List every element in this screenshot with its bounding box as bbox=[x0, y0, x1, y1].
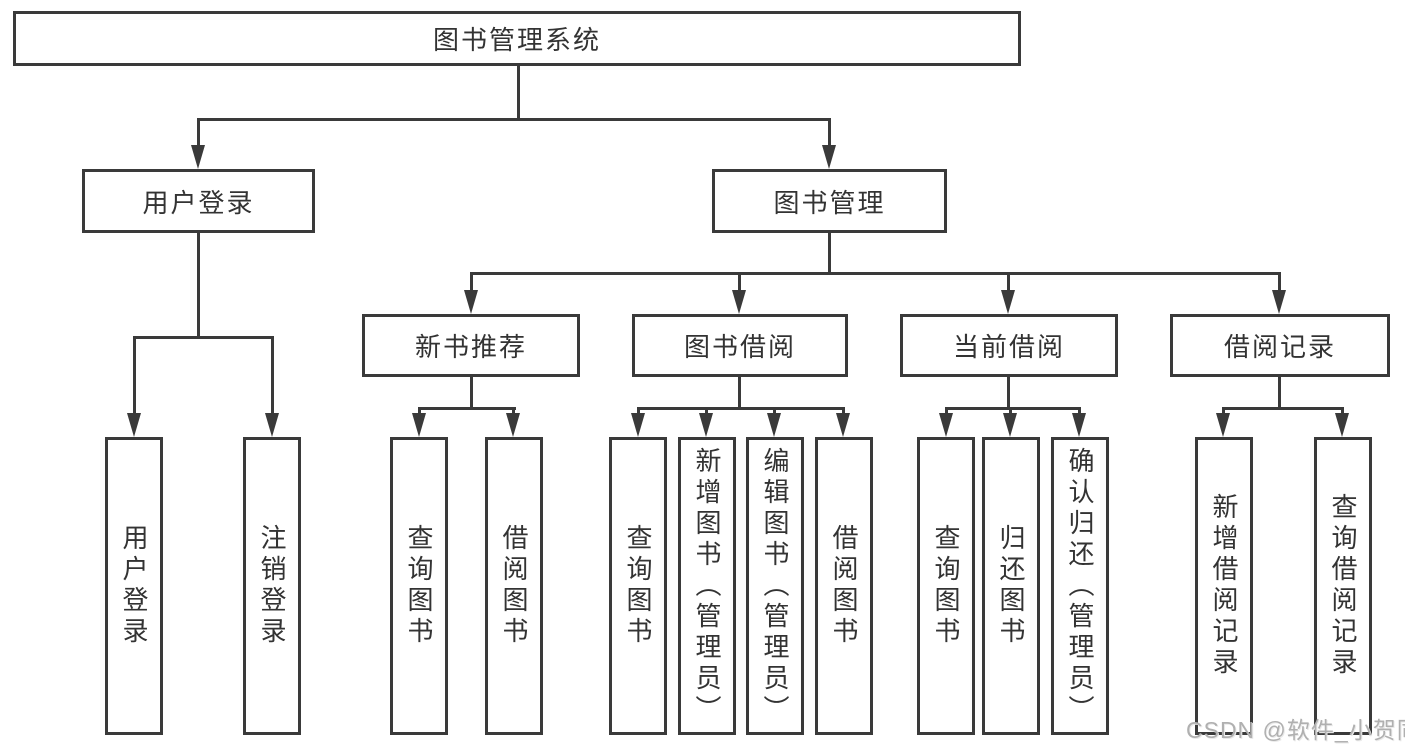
arrowhead-down-icon bbox=[1272, 290, 1286, 314]
connector-line bbox=[637, 407, 640, 417]
connector-line bbox=[828, 233, 831, 273]
arrowhead-down-icon bbox=[506, 413, 520, 437]
arrowhead-down-icon bbox=[265, 413, 279, 437]
connector-line bbox=[197, 118, 200, 147]
leaf-query-books-recommend: 查询图书 bbox=[390, 437, 448, 735]
connector-line bbox=[1078, 407, 1081, 417]
connector-line bbox=[197, 233, 200, 337]
connector-line bbox=[271, 336, 274, 415]
node-library-management-system: 图书管理系统 bbox=[13, 11, 1021, 66]
connector-line bbox=[1341, 407, 1344, 417]
arrowhead-down-icon bbox=[1335, 413, 1349, 437]
arrowhead-down-icon bbox=[822, 145, 836, 169]
connector-line bbox=[1222, 407, 1344, 410]
leaf-confirm-return-admin: 确认归还（管理员） bbox=[1051, 437, 1109, 735]
leaf-borrow-books-recommend: 借阅图书 bbox=[485, 437, 543, 735]
leaf-add-book-admin: 新增图书（管理员） bbox=[678, 437, 736, 735]
connector-line bbox=[738, 377, 741, 410]
connector-line bbox=[637, 407, 845, 410]
connector-line bbox=[197, 118, 831, 121]
leaf-logout: 注销登录 bbox=[243, 437, 301, 735]
leaf-add-borrow-record: 新增借阅记录 bbox=[1195, 437, 1253, 735]
arrowhead-down-icon bbox=[767, 413, 781, 437]
arrowhead-down-icon bbox=[1001, 290, 1015, 314]
arrowhead-down-icon bbox=[1072, 413, 1086, 437]
connector-line bbox=[738, 272, 741, 292]
leaf-edit-book-admin: 编辑图书（管理员） bbox=[746, 437, 804, 735]
connector-line bbox=[133, 336, 136, 415]
connector-line bbox=[1009, 407, 1012, 417]
arrowhead-down-icon bbox=[836, 413, 850, 437]
node-borrowing-records: 借阅记录 bbox=[1170, 314, 1390, 377]
arrowhead-down-icon bbox=[939, 413, 953, 437]
connector-line bbox=[1278, 272, 1281, 292]
arrowhead-down-icon bbox=[191, 145, 205, 169]
csdn-watermark: CSDN @软件_小贺同学 bbox=[1186, 717, 1405, 743]
connector-line bbox=[828, 118, 831, 147]
connector-line bbox=[418, 407, 516, 410]
connector-line bbox=[512, 407, 515, 417]
leaf-query-books-current: 查询图书 bbox=[917, 437, 975, 735]
node-book-borrowing: 图书借阅 bbox=[632, 314, 848, 377]
connector-line bbox=[133, 336, 274, 339]
node-book-management: 图书管理 bbox=[712, 169, 947, 233]
leaf-return-book: 归还图书 bbox=[982, 437, 1040, 735]
arrowhead-down-icon bbox=[127, 413, 141, 437]
connector-line bbox=[945, 407, 1081, 410]
arrowhead-down-icon bbox=[1216, 413, 1230, 437]
arrowhead-down-icon bbox=[412, 413, 426, 437]
leaf-query-books-borrowing: 查询图书 bbox=[609, 437, 667, 735]
connector-line bbox=[1007, 272, 1010, 292]
leaf-query-borrow-record: 查询借阅记录 bbox=[1314, 437, 1372, 735]
connector-line bbox=[1007, 377, 1010, 410]
connector-line bbox=[773, 407, 776, 417]
leaf-borrow-books-borrowing: 借阅图书 bbox=[815, 437, 873, 735]
node-new-book-recommendation: 新书推荐 bbox=[362, 314, 580, 377]
node-user-login: 用户登录 bbox=[82, 169, 315, 233]
connector-line bbox=[418, 407, 421, 417]
connector-line bbox=[705, 407, 708, 417]
arrowhead-down-icon bbox=[732, 290, 746, 314]
connector-line bbox=[470, 272, 1281, 275]
arrowhead-down-icon bbox=[464, 290, 478, 314]
connector-line bbox=[1222, 407, 1225, 417]
connector-line bbox=[842, 407, 845, 417]
connector-line bbox=[517, 66, 520, 121]
connector-line bbox=[1278, 377, 1281, 410]
arrowhead-down-icon bbox=[1003, 413, 1017, 437]
arrowhead-down-icon bbox=[699, 413, 713, 437]
connector-line bbox=[470, 377, 473, 410]
node-current-borrowing: 当前借阅 bbox=[900, 314, 1118, 377]
leaf-user-login: 用户登录 bbox=[105, 437, 163, 735]
arrowhead-down-icon bbox=[631, 413, 645, 437]
connector-line bbox=[470, 272, 473, 292]
connector-line bbox=[945, 407, 948, 417]
